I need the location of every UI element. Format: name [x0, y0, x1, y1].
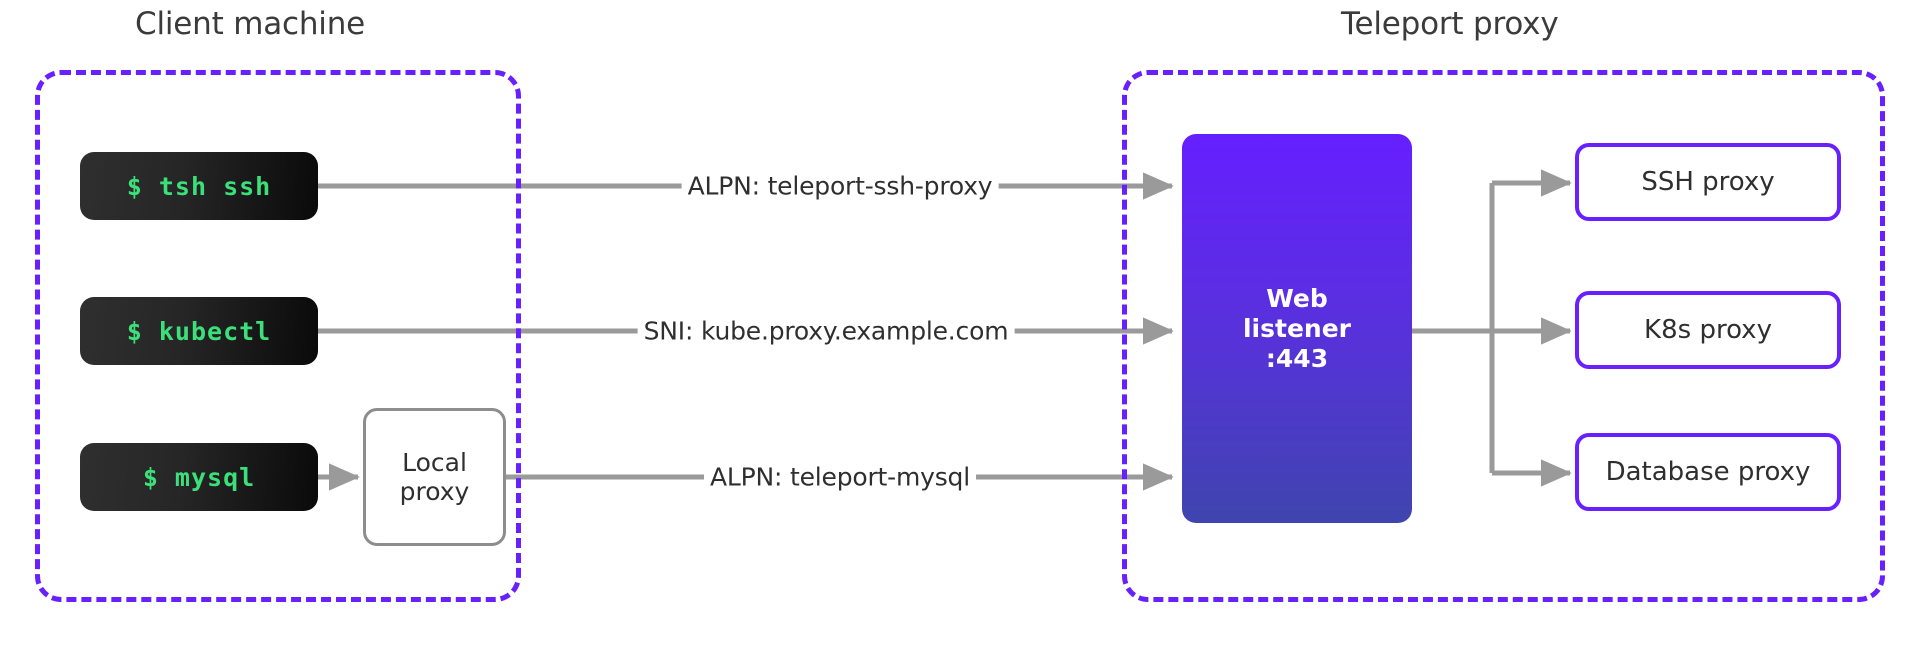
database-proxy-label: Database proxy	[1605, 457, 1811, 487]
local-proxy-label-line2: proxy	[399, 477, 470, 506]
command-kubectl[interactable]: $ kubectl	[80, 297, 318, 365]
web-listener-label-line3: :443	[1265, 343, 1329, 373]
web-listener-label-line2: listener	[1242, 313, 1351, 343]
command-tsh-ssh-label: $ tsh ssh	[126, 171, 272, 201]
k8s-proxy-label: K8s proxy	[1644, 315, 1772, 345]
node-k8s-proxy[interactable]: K8s proxy	[1575, 291, 1841, 369]
command-kubectl-label: $ kubectl	[126, 316, 272, 346]
command-tsh-ssh[interactable]: $ tsh ssh	[80, 152, 318, 220]
group-title-teleport-proxy: Teleport proxy	[1341, 6, 1559, 42]
edge-label-kube: SNI: kube.proxy.example.com	[637, 316, 1015, 346]
node-local-proxy[interactable]: Local proxy	[363, 408, 506, 546]
group-title-client-machine: Client machine	[135, 6, 366, 42]
ssh-proxy-label: SSH proxy	[1641, 167, 1775, 197]
node-database-proxy[interactable]: Database proxy	[1575, 433, 1841, 511]
command-mysql[interactable]: $ mysql	[80, 443, 318, 511]
web-listener-label-line1: Web	[1266, 283, 1328, 313]
edge-label-mysql: ALPN: teleport-mysql	[704, 462, 976, 492]
edge-label-ssh: ALPN: teleport-ssh-proxy	[681, 171, 999, 201]
command-mysql-label: $ mysql	[142, 462, 256, 492]
node-web-listener[interactable]: Web listener :443	[1182, 134, 1412, 523]
group-box-client-machine	[35, 70, 521, 602]
group-box-teleport-proxy	[1122, 70, 1885, 602]
local-proxy-label-line1: Local	[402, 447, 467, 477]
node-ssh-proxy[interactable]: SSH proxy	[1575, 143, 1841, 221]
